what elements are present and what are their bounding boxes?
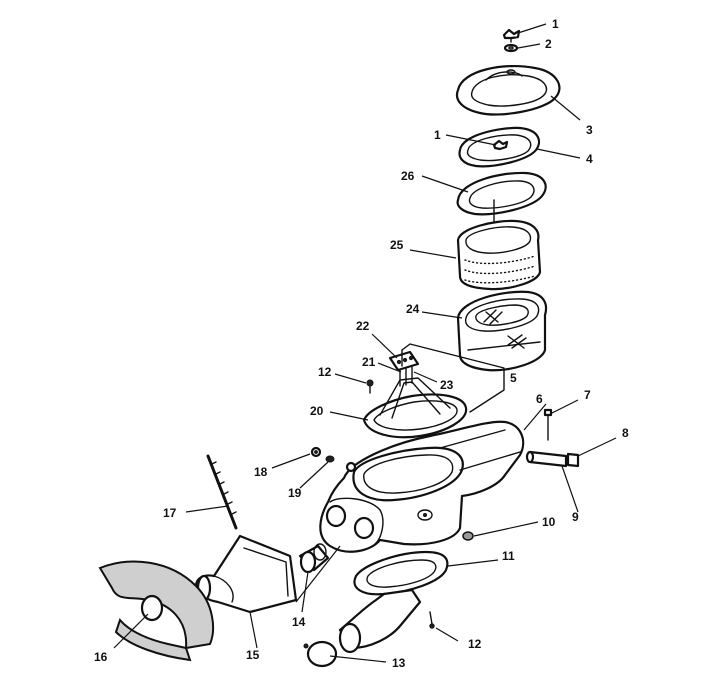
callout-16: 16 [94, 650, 108, 664]
callout-3: 3 [586, 123, 593, 137]
callout-23: 23 [440, 378, 454, 392]
callout-5: 5 [510, 371, 517, 385]
callout-11: 11 [502, 549, 515, 563]
callout-13: 13 [392, 656, 406, 670]
part-22-plate [388, 350, 420, 372]
part-12-screw-lower [429, 611, 435, 629]
part-7-clamp [543, 408, 553, 441]
callout-4: 4 [586, 152, 593, 166]
callout-26: 26 [401, 169, 415, 183]
part-24-air-filter [456, 290, 548, 372]
callout-14: 14 [292, 615, 306, 629]
callout-12-lower: 12 [468, 637, 482, 651]
part-25-foam-prefilter [456, 219, 542, 291]
part-16-shield [98, 560, 215, 662]
part-18-screw [310, 446, 322, 458]
callout-18: 18 [254, 465, 268, 479]
part-6-airbox-housing [319, 420, 525, 553]
callout-6: 6 [536, 392, 543, 406]
leader-lines [113, 23, 617, 663]
part-1-wing-nut-lower [492, 139, 509, 151]
callout-22: 22 [356, 319, 370, 333]
part-12-screw-upper [366, 379, 374, 394]
callout-1-lower: 1 [434, 128, 441, 142]
callout-12-upper: 12 [318, 365, 332, 379]
callout-17: 17 [163, 506, 177, 520]
part-14-coupler [298, 543, 330, 574]
callout-1-top: 1 [552, 17, 559, 31]
part-13-hose-clamp [303, 640, 338, 668]
callout-7: 7 [584, 388, 591, 402]
callout-10: 10 [542, 515, 556, 529]
part-1-wing-nut [502, 28, 521, 43]
callout-8: 8 [622, 426, 629, 440]
callout-19: 19 [288, 486, 302, 500]
part-19-washer [325, 455, 335, 463]
callout-21: 21 [362, 355, 376, 369]
callout-25: 25 [390, 238, 404, 252]
part-20-filter-bracket [362, 377, 468, 439]
part-10-grommet [462, 531, 474, 541]
callout-24: 24 [406, 302, 420, 316]
part-3-airbox-cover [455, 64, 561, 116]
callout-9: 9 [572, 510, 579, 524]
callout-15: 15 [246, 648, 260, 662]
callout-2: 2 [545, 37, 552, 51]
part-5-reference-lines [401, 343, 505, 413]
part-11-outlet-boot [338, 550, 449, 654]
part-2-washer [503, 43, 519, 53]
part-15-intake-duct [194, 534, 298, 614]
part-8-plug [566, 452, 580, 468]
part-9-drain-hose [525, 450, 568, 468]
callout-numbers: 1 2 3 4 1 26 25 24 22 21 23 12 5 20 6 7 … [94, 17, 629, 670]
callout-20: 20 [310, 404, 324, 418]
part-26-filter-cap [456, 171, 547, 231]
part-17-bolt [206, 454, 238, 530]
